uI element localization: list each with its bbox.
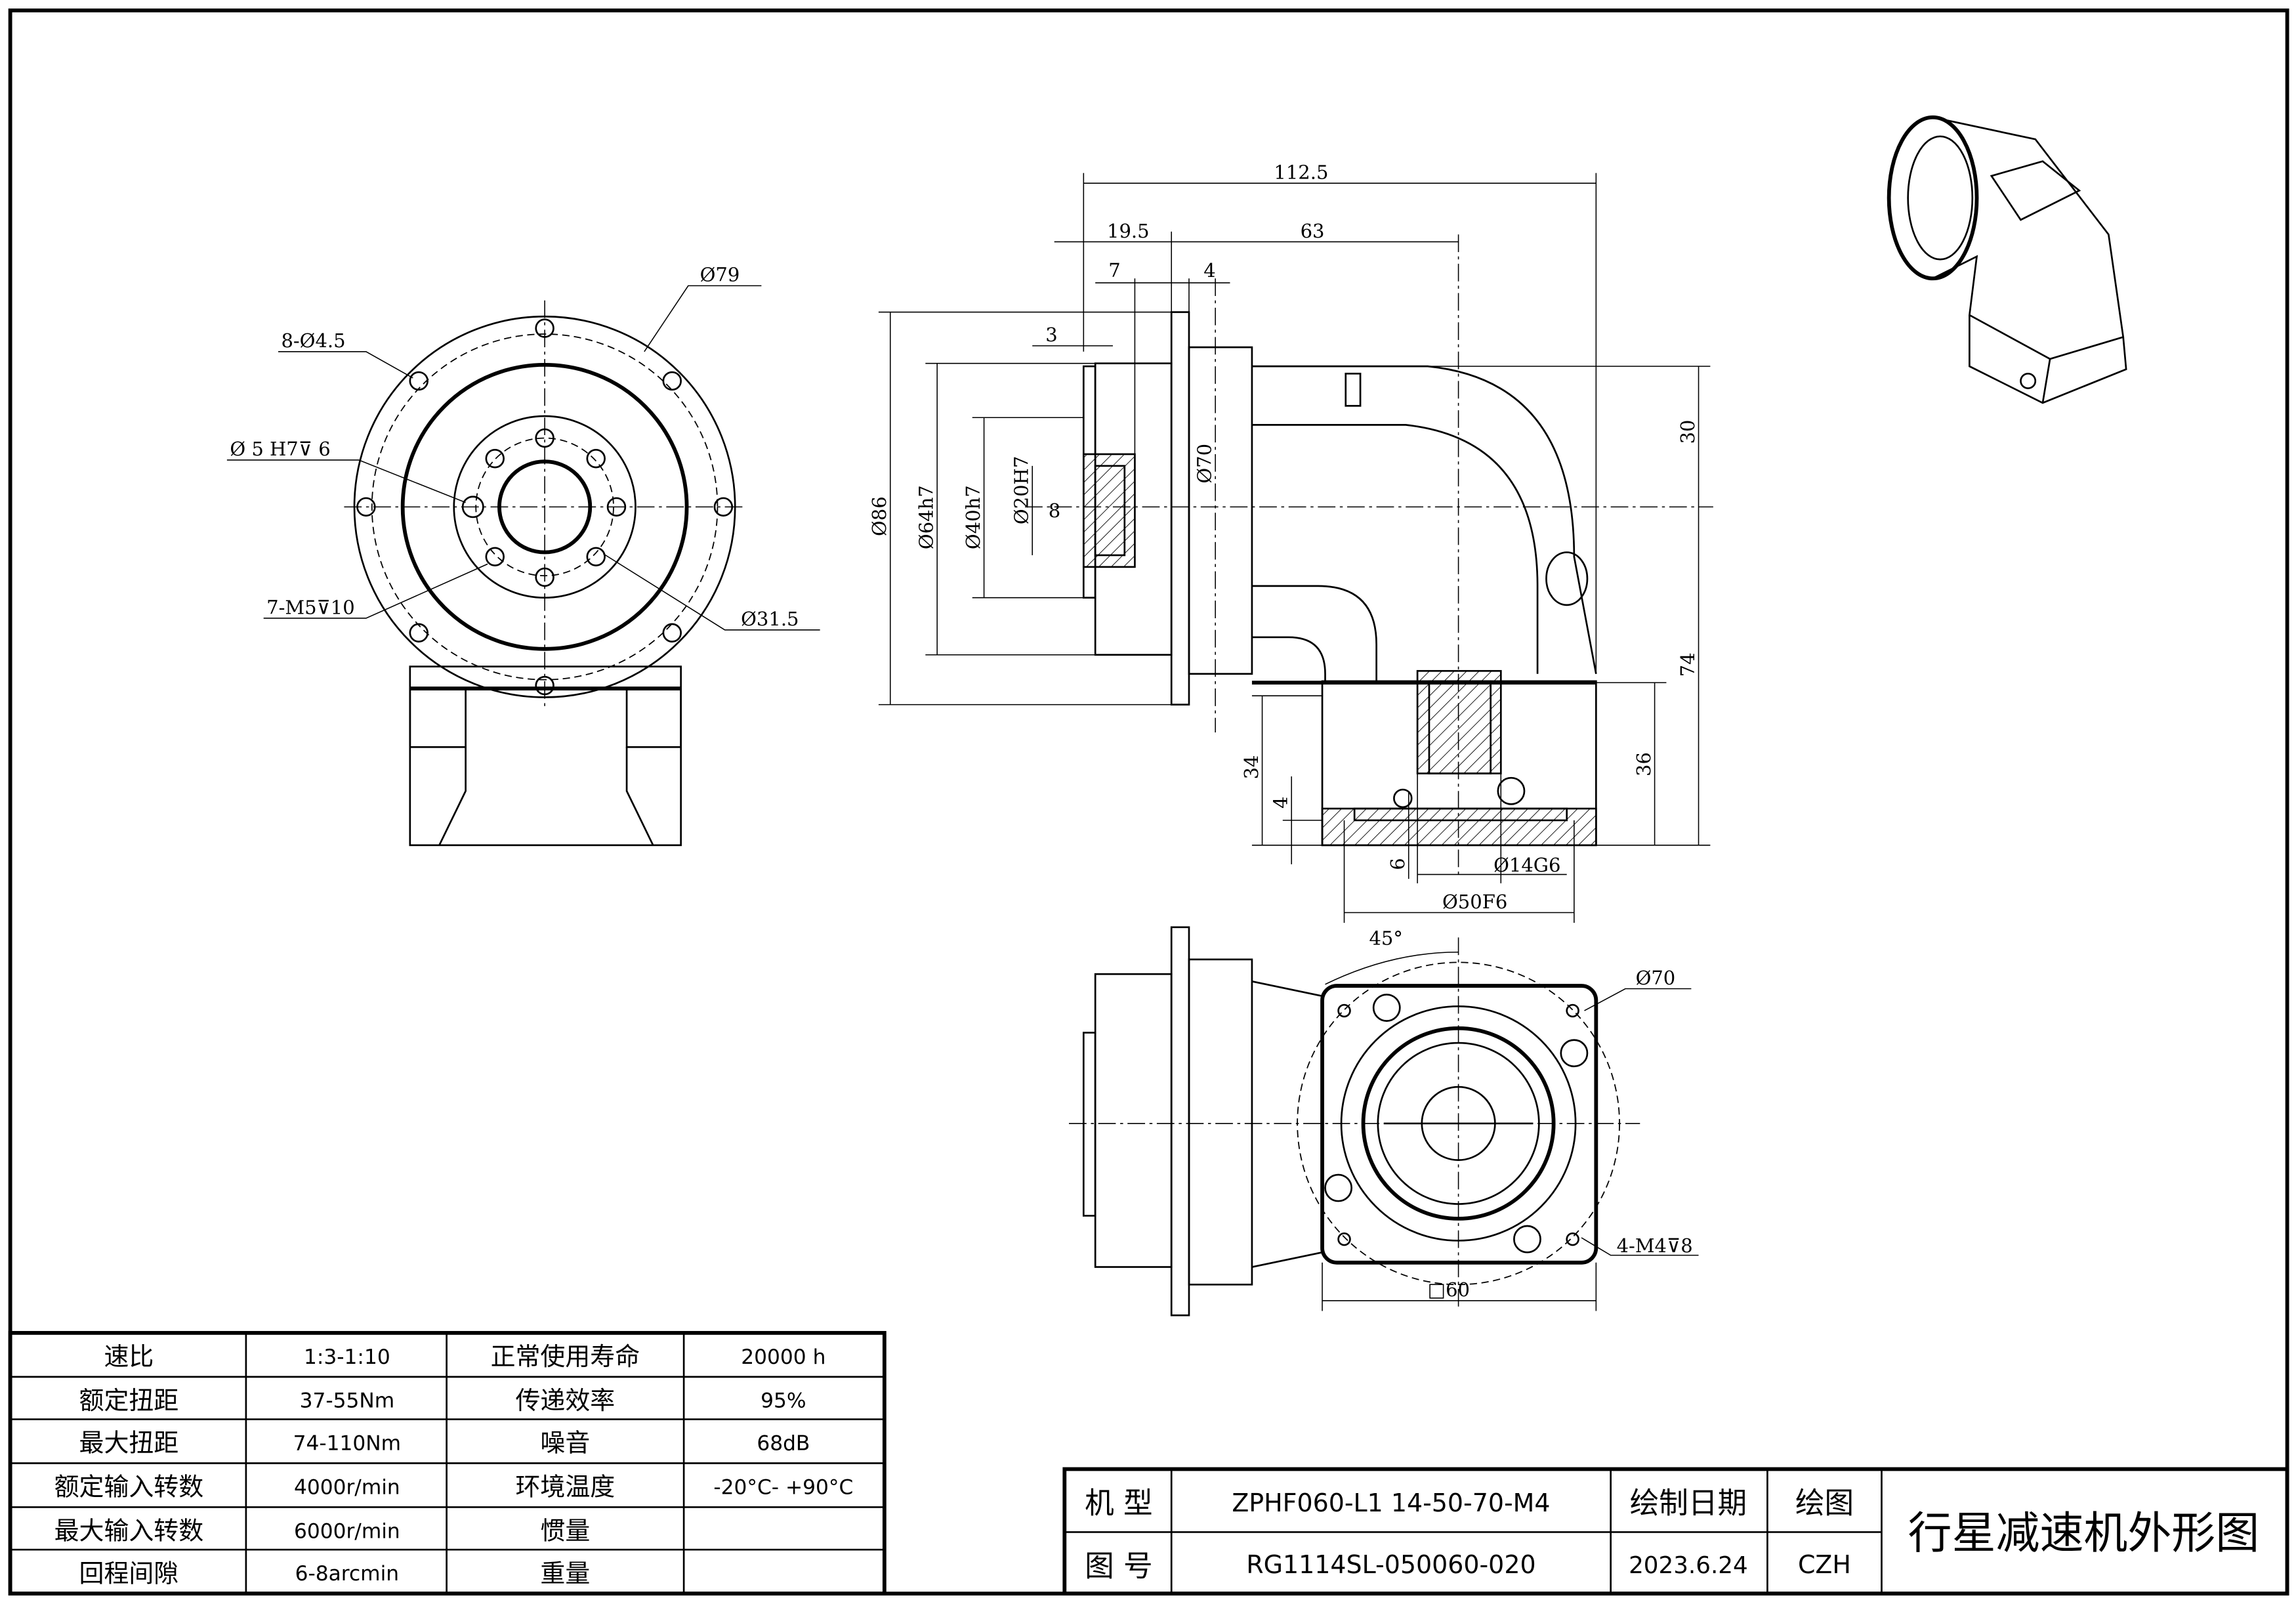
spec-label: 重量: [540, 1559, 590, 1588]
dim-tapped-holes-m4: 4-M4⊽8: [1617, 1235, 1693, 1257]
dim-7: 7: [1108, 259, 1120, 282]
dim-64h7: Ø64h7: [915, 485, 937, 549]
spec-label: 惯量: [540, 1517, 590, 1546]
dim-4-top: 4: [1203, 259, 1215, 282]
spec-value: 95%: [761, 1389, 806, 1413]
dim-tapped-holes: 7-M5⊽10: [266, 596, 355, 618]
dim-bolt-holes: 8-Ø4.5: [281, 329, 345, 352]
dim-50F6: Ø50F6: [1442, 891, 1507, 913]
drawer-value: CZH: [1798, 1550, 1851, 1579]
front-view: Ø79 8-Ø4.5 Ø 5 H7⊽ 6 7-M5⊽10 Ø31.5: [226, 264, 820, 847]
dim-key-8: 8: [1049, 499, 1060, 522]
spec-label: 额定扭距: [79, 1386, 179, 1415]
spec-value: 6000r/min: [294, 1519, 400, 1543]
dim-square-60: □60: [1428, 1278, 1470, 1301]
dim-86: Ø86: [868, 496, 890, 536]
dim-70-side: Ø70: [1193, 444, 1215, 484]
date-label: 绘制日期: [1630, 1486, 1747, 1520]
dim-30: 30: [1677, 419, 1699, 444]
model-label: 机 型: [1085, 1486, 1152, 1520]
spec-label: 最大扭距: [79, 1429, 179, 1458]
drawing-number-label: 图 号: [1085, 1549, 1152, 1583]
dim-overall-length: 112.5: [1274, 161, 1328, 183]
dim-74: 74: [1677, 652, 1699, 677]
dim-flange-diameter: Ø79: [700, 264, 740, 286]
spec-label: 传递效率: [516, 1386, 616, 1415]
spec-label: 最大输入转数: [54, 1517, 204, 1546]
spec-label: 额定输入转数: [54, 1473, 204, 1502]
side-view: 112.5 19.5 63 7 4 3 Ø86 Ø64h7 Ø40h7 Ø20H…: [868, 161, 1713, 923]
dim-pcd: Ø31.5: [741, 608, 799, 630]
bottom-view: 45° Ø70 4-M4⊽8 □60: [1068, 926, 1699, 1317]
dim-14G6: Ø14G6: [1493, 854, 1560, 876]
spec-label: 噪音: [540, 1429, 590, 1458]
spec-value: 74-110Nm: [293, 1431, 401, 1455]
drawer-label: 绘图: [1795, 1486, 1854, 1520]
dim-40h7: Ø40h7: [962, 485, 984, 549]
dim-pin-hole: Ø 5 H7⊽ 6: [230, 438, 330, 460]
spec-value: 68dB: [757, 1431, 810, 1455]
spec-label: 正常使用寿命: [491, 1342, 640, 1371]
dim-4-bottom: 4: [1269, 797, 1291, 809]
drawing-title: 行星减速机外形图: [1908, 1508, 2260, 1559]
dim-flange-offset: 19.5: [1107, 220, 1150, 242]
spec-value: 4000r/min: [294, 1475, 400, 1499]
dim-6: 6: [1387, 858, 1409, 870]
date-value: 2023.6.24: [1629, 1552, 1748, 1579]
spec-value: 1:3-1:10: [304, 1345, 390, 1369]
spec-value: -20°C- +90°C: [713, 1475, 853, 1499]
spec-value: 20000 h: [741, 1345, 825, 1369]
dim-20H7: Ø20H7: [1011, 456, 1033, 524]
dim-34: 34: [1240, 755, 1263, 780]
spec-label: 环境温度: [516, 1473, 616, 1502]
model-value: ZPHF060-L1 14-50-70-M4: [1232, 1488, 1550, 1517]
dim-36: 36: [1633, 752, 1655, 776]
spec-label: 速比: [104, 1342, 154, 1371]
dim-3: 3: [1045, 324, 1057, 346]
isometric-view: [1887, 115, 2127, 404]
spec-table: 速比 1:3-1:10 正常使用寿命 20000 h 额定扭距 37-55Nm …: [8, 1331, 887, 1596]
spec-value: 6-8arcmin: [295, 1562, 399, 1586]
spec-label: 回程间隙: [79, 1559, 179, 1588]
dim-45-degree: 45°: [1369, 927, 1402, 950]
dim-70-bottom: Ø70: [1636, 967, 1676, 989]
drawing-number-value: RG1114SL-050060-020: [1246, 1550, 1535, 1579]
dim-center-distance: 63: [1301, 220, 1325, 242]
spec-value: 37-55Nm: [300, 1389, 395, 1413]
title-block: 机 型 ZPHF060-L1 14-50-70-M4 绘制日期 绘图 图 号 R…: [1062, 1467, 2289, 1596]
